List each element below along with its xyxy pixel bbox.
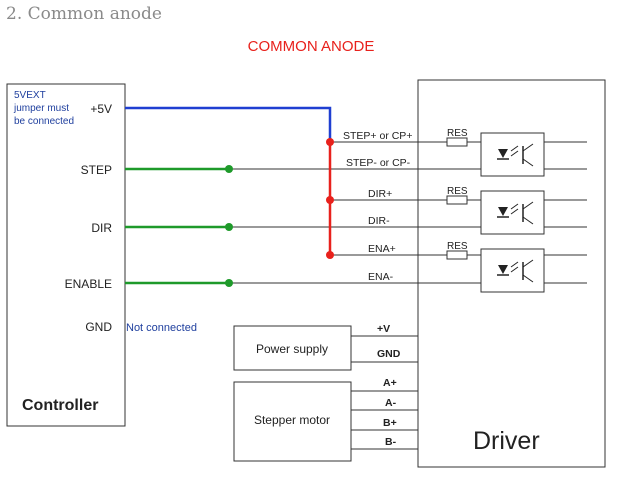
input-step-plus-label: STEP+ or CP+ (343, 130, 412, 142)
resistor-dir (446, 195, 468, 205)
section-heading: 2. Common anode (6, 4, 162, 24)
power-plus-label: +V (377, 323, 390, 335)
resistor-dir-label: RES (447, 186, 468, 197)
power-supply-label: Power supply (256, 342, 328, 356)
diagram-title: COMMON ANODE (247, 38, 375, 55)
motor-b-plus-label: B+ (383, 417, 397, 429)
jumper-note-line-3: be connected (14, 116, 74, 127)
bus-junctions (326, 138, 334, 259)
input-step-minus-label: STEP- or CP- (346, 157, 411, 169)
vcc-wire (125, 106, 332, 142)
optocoupler-ena (480, 248, 545, 293)
motor-lines (351, 390, 418, 450)
optocoupler-step (480, 132, 545, 177)
optocoupler-dir (480, 190, 545, 235)
stepper-motor-box (233, 381, 352, 462)
controller-box (6, 83, 126, 427)
input-ena-plus-label: ENA+ (368, 243, 396, 255)
resistor-step (446, 137, 468, 147)
power-supply-box (233, 325, 352, 371)
pin-enable-label: ENABLE (65, 277, 112, 291)
pin-5v-label: +5V (90, 102, 112, 116)
input-dir-plus-label: DIR+ (368, 188, 392, 200)
controller-label: Controller (22, 397, 98, 414)
pin-gnd-label: GND (85, 320, 112, 334)
input-ena-minus-label: ENA- (368, 271, 394, 283)
signal-junctions (225, 165, 233, 287)
motor-b-minus-label: B- (385, 436, 397, 448)
resistor-ena-label: RES (447, 241, 468, 252)
motor-a-minus-label: A- (385, 397, 397, 409)
input-dir-minus-label: DIR- (368, 215, 390, 227)
power-gnd-label: GND (377, 348, 401, 360)
jumper-note-line-2: jumper must (13, 103, 69, 114)
motor-a-plus-label: A+ (383, 377, 397, 389)
pin-dir-label: DIR (91, 221, 112, 235)
gnd-not-connected-note: Not connected (126, 322, 197, 334)
power-lines (351, 335, 418, 363)
pin-step-label: STEP (81, 163, 112, 177)
signal-wires (125, 167, 230, 285)
jumper-note-line-1: 5VEXT (14, 90, 46, 101)
stepper-motor-label: Stepper motor (254, 413, 330, 427)
driver-label: Driver (473, 427, 540, 455)
resistor-step-label: RES (447, 128, 468, 139)
resistor-ena (446, 250, 468, 260)
